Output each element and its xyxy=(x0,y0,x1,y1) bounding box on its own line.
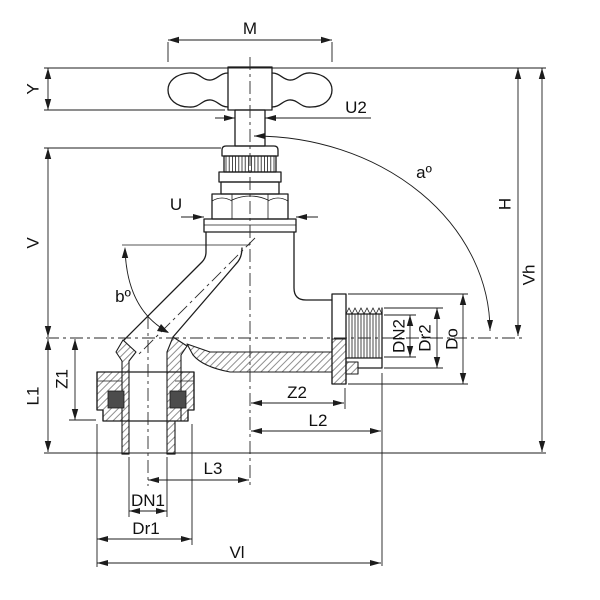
dim-label-l1: L1 xyxy=(24,387,43,406)
centerlines xyxy=(46,57,522,486)
dim-Do: Do xyxy=(348,293,468,385)
dim-label-l3: L3 xyxy=(204,459,223,478)
dim-label-u2: U2 xyxy=(345,98,367,117)
inlet-section xyxy=(96,336,195,455)
spout-thread xyxy=(345,307,383,369)
compression-seal-left xyxy=(107,390,125,409)
dim-label-y: Y xyxy=(24,83,43,94)
dim-L3: L3 xyxy=(148,459,249,483)
dim-Z2: Z2 xyxy=(251,383,346,409)
dim-label-dn2: DN2 xyxy=(390,319,409,353)
dim-Vl: Vl xyxy=(97,543,381,566)
dim-label-a: aº xyxy=(416,163,432,182)
dim-DN2: DN2 xyxy=(384,314,416,358)
dim-label-b: bº xyxy=(115,287,131,306)
dim-a-angle: aº xyxy=(253,133,493,332)
dim-Vh: Vh xyxy=(520,68,546,452)
dimension-system: M Y U2 U V xyxy=(24,19,546,567)
outlet-spout xyxy=(186,293,383,385)
dim-L1: L1 xyxy=(24,339,52,452)
dim-L2: L2 xyxy=(251,373,383,566)
valve-body-group xyxy=(96,66,383,455)
dim-label-h: H xyxy=(496,198,515,210)
dim-b-angle: bº xyxy=(115,244,250,333)
dim-label-v: V xyxy=(24,237,43,249)
gland-cap xyxy=(221,145,279,157)
dim-label-vl: Vl xyxy=(229,543,244,562)
dim-label-dr1: Dr1 xyxy=(132,519,159,538)
handle-right-wing xyxy=(271,72,333,108)
body-left-edge xyxy=(122,231,207,342)
body-bottom-wall xyxy=(186,338,347,385)
dim-V: V xyxy=(24,148,52,337)
dim-M: M xyxy=(167,19,333,62)
handle-left-wing xyxy=(167,72,229,108)
spout-step xyxy=(345,361,359,375)
spout-collar xyxy=(331,293,347,385)
body-inner-diagonal xyxy=(172,247,243,338)
dim-U2: U2 xyxy=(215,98,371,121)
body-right-edge xyxy=(293,231,333,301)
dim-label-m: M xyxy=(243,19,257,38)
dim-U: U xyxy=(170,195,318,220)
dim-Z1: Z1 xyxy=(53,339,96,421)
compression-seal-right xyxy=(169,390,187,409)
dim-label-u: U xyxy=(170,195,182,214)
dim-Y: Y xyxy=(24,68,52,110)
dim-DN1: DN1 xyxy=(128,457,168,517)
dim-Dr2: Dr2 xyxy=(384,307,443,369)
dim-label-l2: L2 xyxy=(309,411,328,430)
dim-label-dr2: Dr2 xyxy=(416,324,435,351)
dim-label-dn1: DN1 xyxy=(131,491,165,510)
dim-Dr1: Dr1 xyxy=(96,424,193,567)
dim-label-do: Do xyxy=(443,328,462,350)
dim-label-z2: Z2 xyxy=(287,383,307,402)
dim-label-z1: Z1 xyxy=(53,369,72,389)
dim-label-vh: Vh xyxy=(520,265,539,286)
dim-H: H xyxy=(496,68,522,336)
branch-axis-centerline xyxy=(137,237,256,356)
